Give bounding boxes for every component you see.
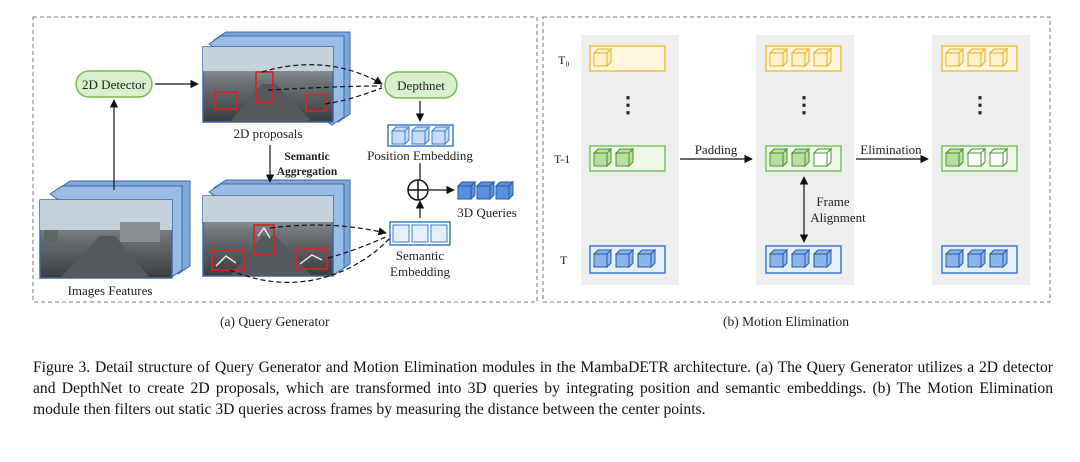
depthnet-label: Depthnet bbox=[397, 78, 445, 93]
detector-label: 2D Detector bbox=[82, 77, 147, 92]
semantic-embedding-label-1: Semantic bbox=[396, 248, 445, 263]
elimination-label: Elimination bbox=[860, 142, 922, 157]
panel-a-caption: (a) Query Generator bbox=[220, 314, 330, 329]
col3-t-1-row bbox=[941, 145, 1018, 172]
proposals-label: 2D proposals bbox=[234, 126, 303, 141]
col1-t0-row bbox=[589, 45, 666, 72]
col3-t-row bbox=[941, 245, 1018, 274]
col3-dots: ⋮ bbox=[969, 92, 991, 117]
col1-t-1-row bbox=[589, 145, 666, 172]
semantic-aggregation-label-1: Semantic bbox=[284, 151, 329, 163]
panel-b-arrows bbox=[680, 154, 929, 243]
row-label-t0: T₀ bbox=[558, 53, 570, 67]
figure-caption: Figure 3. Detail structure of Query Gene… bbox=[33, 359, 1053, 418]
images-features-label: Images Features bbox=[68, 283, 153, 298]
panel-a-frame bbox=[32, 16, 538, 303]
proposals-stack bbox=[202, 31, 351, 126]
col3-t0-row bbox=[941, 45, 1018, 72]
col1-dots: ⋮ bbox=[617, 92, 639, 117]
position-embedding-label: Position Embedding bbox=[367, 148, 473, 163]
row-label-t-1: T-1 bbox=[554, 152, 570, 166]
position-embedding-block bbox=[387, 124, 454, 147]
padding-label: Padding bbox=[695, 142, 738, 157]
col1-t-row bbox=[589, 245, 666, 274]
frame-alignment-label-2: Alignment bbox=[810, 210, 866, 225]
detector-node bbox=[75, 70, 153, 98]
col2-t0-row bbox=[765, 45, 842, 72]
architecture-diagram: 2D Detector Depthnet Images Features 2D … bbox=[32, 16, 1051, 303]
col2-t-row bbox=[765, 245, 842, 274]
aggregation-stack bbox=[202, 179, 351, 277]
col2-t-1-row bbox=[765, 145, 842, 172]
semantic-embedding-block bbox=[389, 221, 451, 246]
add-operator-icon bbox=[407, 179, 429, 201]
queries-label: 3D Queries bbox=[457, 205, 517, 220]
row-label-t: T bbox=[560, 253, 568, 267]
panel-a-arrows bbox=[109, 64, 455, 283]
queries-block bbox=[457, 181, 514, 200]
images-features-stack bbox=[39, 180, 191, 279]
depthnet-node bbox=[384, 71, 458, 99]
semantic-aggregation-label-2: Aggregation bbox=[277, 166, 338, 178]
panel-b-frame bbox=[542, 16, 1051, 303]
col2-dots: ⋮ bbox=[793, 92, 815, 117]
semantic-embedding-label-2: Embedding bbox=[390, 264, 450, 279]
frame-alignment-label-1: Frame bbox=[816, 194, 849, 209]
panel-b-caption: (b) Motion Elimination bbox=[723, 314, 849, 329]
